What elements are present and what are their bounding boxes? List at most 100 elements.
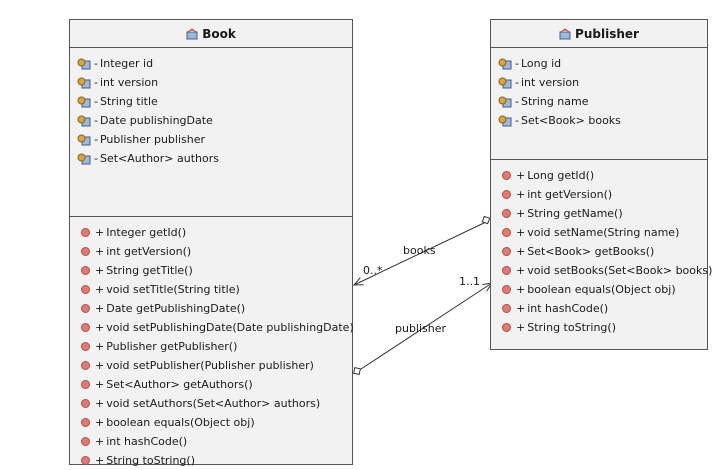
method-icon	[502, 190, 511, 199]
publisher-class-header: Publisher	[491, 20, 707, 48]
books-association[interactable]	[354, 215, 491, 285]
method-row[interactable]: +boolean equals(Object obj)	[70, 413, 352, 432]
method-signature: int hashCode()	[527, 302, 609, 315]
method-row[interactable]: +Set<Author> getAuthors()	[70, 375, 352, 394]
method-icon	[502, 285, 511, 294]
field-icon	[498, 77, 512, 88]
method-row[interactable]: +Date getPublishingDate()	[70, 299, 352, 318]
visibility-marker: +	[95, 359, 105, 372]
method-icon	[81, 380, 90, 389]
field-icon	[498, 58, 512, 69]
method-row[interactable]: +String getTitle()	[70, 261, 352, 280]
book-class[interactable]: Book -Integer id-int version-String titl…	[69, 19, 354, 467]
field-signature: String name	[520, 95, 589, 108]
visibility-marker: -	[515, 76, 519, 89]
method-row[interactable]: +boolean equals(Object obj)	[491, 280, 707, 299]
method-signature: int getVersion()	[106, 245, 192, 258]
visibility-marker: +	[95, 416, 105, 429]
method-icon	[81, 304, 90, 313]
field-signature: Set<Author> authors	[99, 152, 219, 165]
visibility-marker: +	[95, 245, 105, 258]
field-row[interactable]: -Set<Book> books	[491, 111, 707, 130]
method-row[interactable]: +Set<Book> getBooks()	[491, 242, 707, 261]
method-signature: Date getPublishingDate()	[106, 302, 246, 315]
publisher-association[interactable]	[351, 283, 492, 377]
method-row[interactable]: +String toString()	[70, 451, 352, 470]
method-row[interactable]: +void setPublishingDate(Date publishingD…	[70, 318, 354, 337]
visibility-marker: -	[515, 57, 519, 70]
field-signature: Date publishingDate	[99, 114, 213, 127]
books-aggregation-diamond	[481, 215, 491, 225]
visibility-marker: +	[95, 454, 105, 467]
method-icon	[502, 247, 511, 256]
visibility-marker: +	[95, 397, 105, 410]
field-row[interactable]: -String name	[491, 92, 707, 111]
method-icon	[502, 323, 511, 332]
field-row[interactable]: -Integer id	[70, 54, 352, 73]
field-row[interactable]: -int version	[70, 73, 352, 92]
visibility-marker: -	[94, 114, 98, 127]
method-row[interactable]: +Integer getId()	[70, 223, 352, 242]
field-row[interactable]: -Set<Author> authors	[70, 149, 352, 168]
visibility-marker: +	[516, 207, 526, 220]
publisher-class-name: Publisher	[575, 26, 639, 41]
method-row[interactable]: +int hashCode()	[70, 432, 352, 451]
visibility-marker: +	[516, 302, 526, 315]
field-row[interactable]: -String title	[70, 92, 352, 111]
method-icon	[81, 418, 90, 427]
method-row[interactable]: +void setTitle(String title)	[70, 280, 352, 299]
publisher-role-label: publisher	[395, 322, 447, 335]
field-signature: Set<Book> books	[520, 114, 621, 127]
visibility-marker: +	[516, 245, 526, 258]
method-row[interactable]: +int hashCode()	[491, 299, 707, 318]
visibility-marker: -	[94, 76, 98, 89]
method-row[interactable]: +void setPublisher(Publisher publisher)	[70, 356, 352, 375]
visibility-marker: +	[95, 321, 105, 334]
method-row[interactable]: +int getVersion()	[70, 242, 352, 261]
visibility-marker: -	[94, 152, 98, 165]
method-row[interactable]: +void setBooks(Set<Book> books)	[491, 261, 712, 280]
method-row[interactable]: +int getVersion()	[491, 185, 707, 204]
method-row[interactable]: +void setAuthors(Set<Author> authors)	[70, 394, 352, 413]
method-signature: Publisher getPublisher()	[106, 340, 238, 353]
visibility-marker: +	[95, 435, 105, 448]
method-row[interactable]: +void setName(String name)	[491, 223, 707, 242]
method-icon	[502, 228, 511, 237]
visibility-marker: +	[516, 264, 526, 277]
method-signature: String getName()	[527, 207, 623, 220]
visibility-marker: -	[515, 95, 519, 108]
publisher-multiplicity-label: 1..1	[459, 275, 480, 288]
publisher-aggregation-diamond	[353, 367, 361, 375]
method-row[interactable]: +Long getId()	[491, 166, 707, 185]
books-multiplicity-label: 0..*	[363, 264, 383, 277]
method-icon	[81, 342, 90, 351]
method-row[interactable]: +String toString()	[491, 318, 707, 337]
publisher-methods: +Long getId()+int getVersion()+String ge…	[491, 160, 712, 337]
method-row[interactable]: +Publisher getPublisher()	[70, 337, 352, 356]
method-signature: String getTitle()	[106, 264, 193, 277]
field-row[interactable]: -int version	[491, 73, 707, 92]
visibility-marker: +	[95, 378, 105, 391]
method-signature: void setAuthors(Set<Author> authors)	[106, 397, 321, 410]
publisher-fields: -Long id-int version-String name-Set<Boo…	[491, 48, 707, 160]
visibility-marker: -	[94, 95, 98, 108]
method-signature: void setName(String name)	[527, 226, 680, 239]
method-icon	[502, 304, 511, 313]
method-icon	[502, 171, 511, 180]
field-row[interactable]: -Long id	[491, 54, 707, 73]
field-row[interactable]: -Publisher publisher	[70, 130, 352, 149]
field-signature: Long id	[520, 57, 562, 70]
visibility-marker: +	[516, 169, 526, 182]
field-row[interactable]: -Date publishingDate	[70, 111, 352, 130]
method-signature: int getVersion()	[527, 188, 613, 201]
method-icon	[81, 228, 90, 237]
method-row[interactable]: +String getName()	[491, 204, 707, 223]
method-icon	[502, 209, 511, 218]
method-signature: int hashCode()	[106, 435, 188, 448]
field-signature: String title	[99, 95, 158, 108]
visibility-marker: -	[94, 133, 98, 146]
method-icon	[81, 456, 90, 465]
book-fields: -Integer id-int version-String title-Dat…	[70, 48, 352, 217]
publisher-class[interactable]: Publisher -Long id-int version-String na…	[490, 19, 712, 350]
